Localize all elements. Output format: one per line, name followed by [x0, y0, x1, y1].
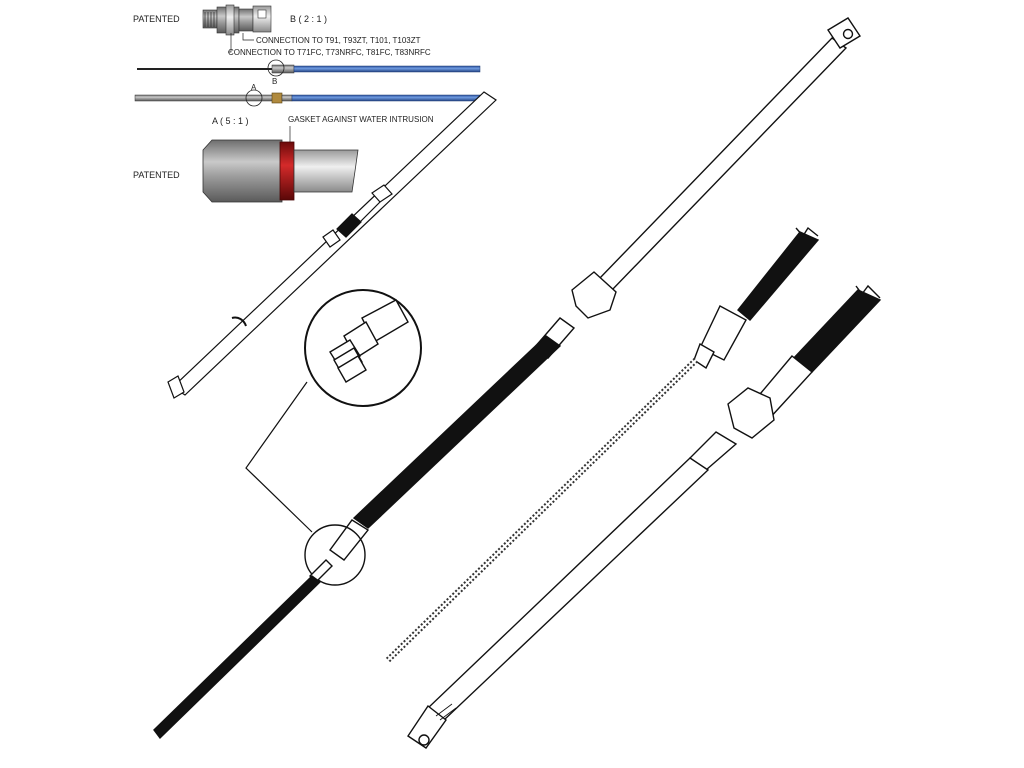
main-control-cable — [153, 17, 861, 740]
detail-b-circle — [267, 59, 285, 77]
connection-label-1: CONNECTION TO T91, T93ZT, T101, T103ZT — [256, 36, 421, 45]
detail-b-fitting — [202, 4, 272, 36]
diagonal-cable-left — [167, 91, 497, 399]
leader-line-b2 — [228, 33, 232, 53]
patented-label-mid: PATENTED — [133, 170, 180, 180]
detail-a-sleeve — [202, 139, 359, 203]
marker-a: A — [251, 83, 257, 92]
gasket-label: GASKET AGAINST WATER INTRUSION — [288, 115, 434, 124]
detail-b-scale-label: B ( 2 : 1 ) — [290, 14, 327, 24]
detail-a-circle — [245, 89, 263, 107]
magnifier-loupe — [245, 289, 422, 533]
upper-cable: B — [137, 59, 481, 86]
patented-label-top: PATENTED — [133, 14, 180, 24]
detail-a-scale-label: A ( 5 : 1 ) — [212, 116, 249, 126]
connection-label-2: CONNECTION TO T71FC, T73NRFC, T81FC, T83… — [228, 48, 431, 57]
lower-cable: A — [134, 83, 481, 107]
leader-line-b1 — [242, 33, 254, 41]
marker-b: B — [272, 77, 277, 86]
inner-core-cable — [385, 226, 820, 663]
outer-conduit-cable — [407, 284, 882, 749]
gasket-ring — [279, 141, 295, 201]
